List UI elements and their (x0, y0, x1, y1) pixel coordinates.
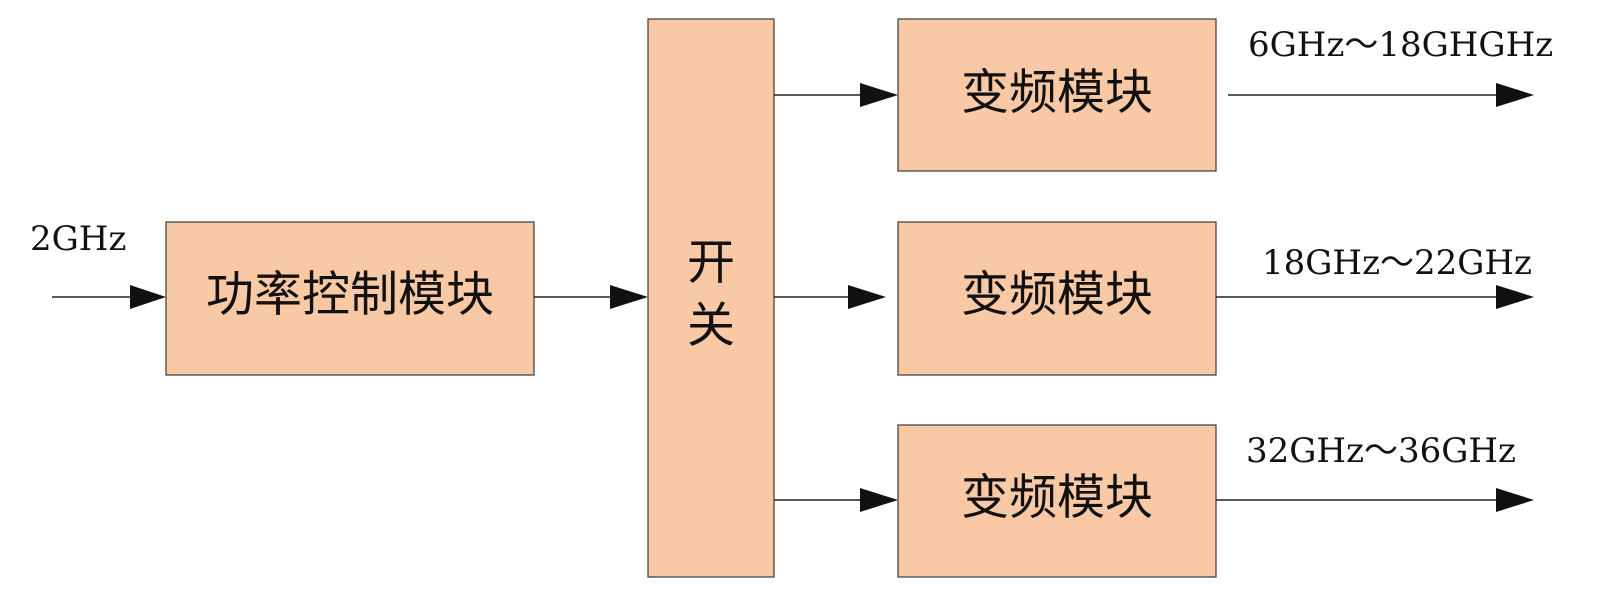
output-3-arrowhead (1496, 488, 1534, 512)
converter-module-3: 变频模块 (897, 424, 1217, 578)
converter-2-box (897, 221, 1217, 376)
output-3-frequency-label: 32GHz～36GHz (1246, 431, 1516, 471)
switch-to-converter-1-arrowhead (860, 83, 898, 107)
output-2-arrowhead (1496, 285, 1534, 309)
input-arrowhead (130, 285, 166, 309)
output-1-frequency-label: 6GHz～18GHGHz (1248, 25, 1553, 65)
switch-box (647, 18, 775, 578)
output-1-arrowhead (1496, 83, 1534, 107)
converter-module-2: 变频模块 (897, 221, 1217, 376)
switch-to-converter-2-arrowhead (848, 285, 886, 309)
power-control-box (165, 221, 535, 376)
converter-3-label: 变频模块 (961, 470, 1153, 526)
power-control-label: 功率控制模块 (206, 267, 494, 323)
converter-3-box (897, 424, 1217, 578)
converter-2-label: 变频模块 (961, 267, 1153, 323)
switch-label-bottom: 关 (687, 298, 735, 354)
converter-1-label: 变频模块 (961, 65, 1153, 121)
switch-module: 开 关 (647, 18, 775, 578)
switch-label-top: 开 (687, 235, 735, 291)
power-to-switch-arrowhead (610, 285, 648, 309)
power-control-module: 功率控制模块 (165, 221, 535, 376)
converter-1-box (897, 18, 1217, 172)
switch-to-converter-3-arrowhead (860, 488, 898, 512)
input-frequency-label: 2GHz (30, 219, 126, 259)
output-2-frequency-label: 18GHz～22GHz (1262, 243, 1532, 283)
converter-module-1: 变频模块 (897, 18, 1217, 172)
